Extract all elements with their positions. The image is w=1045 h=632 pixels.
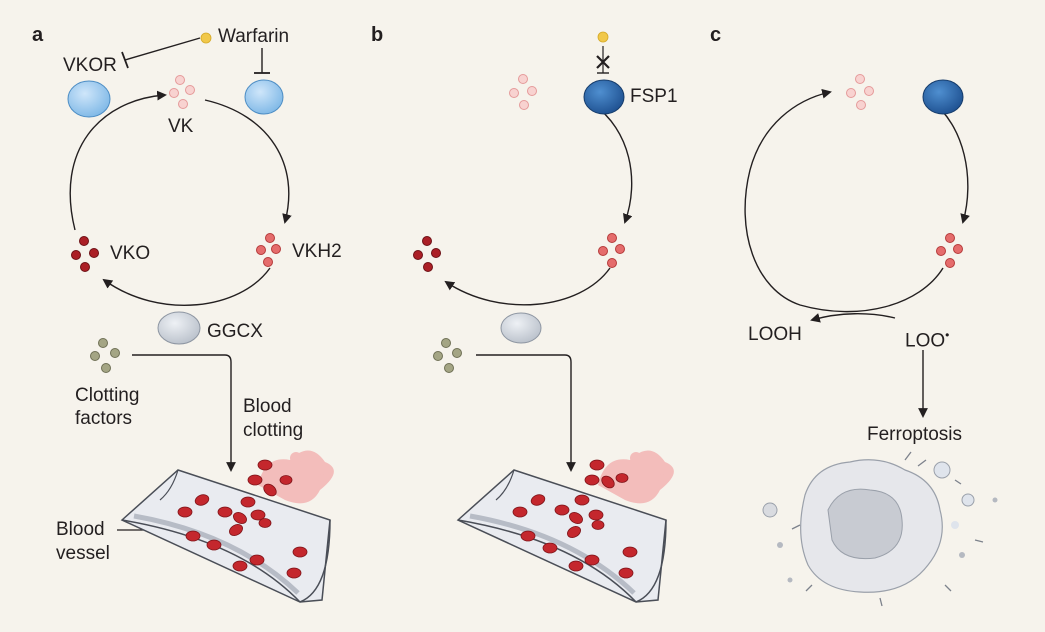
ggcx-enzyme-b: [500, 312, 542, 344]
fsp1-label: FSP1: [630, 86, 678, 107]
vk-molecules-c: [846, 74, 874, 110]
vko-molecules: [71, 236, 99, 272]
arrow-c-vk-to-vkh2: [929, 99, 970, 224]
blood-clotting-line-1: Blood: [243, 396, 292, 417]
clotting-factor-molecules-b: [433, 338, 462, 373]
ggcx-enzyme: [157, 311, 201, 345]
warfarin-molecule: [200, 32, 212, 44]
vko-molecules-b: [413, 236, 441, 272]
warfarin-molecule-b: [597, 31, 609, 43]
blood-vessel-label: Blood vessel: [56, 518, 110, 566]
inhibit-vkor-bar: [121, 51, 129, 69]
clotting-factor-molecules: [90, 338, 120, 373]
blood-vessel-line-2: vessel: [56, 543, 110, 564]
arrow-c-cycle-back: [744, 88, 944, 313]
vkh2-molecules-b: [598, 233, 625, 268]
arrow-b-factors-to-clot: [476, 354, 576, 472]
panel-label-b: b: [371, 24, 384, 46]
panel-a: [67, 32, 334, 603]
panel-label-a: a: [32, 24, 44, 46]
vkor-enzyme-left: [67, 80, 111, 118]
blood-clotting-label: Blood clotting: [243, 395, 303, 443]
blood-vessel-line-1: Blood: [56, 519, 105, 540]
vkh2-label: VKH2: [292, 241, 342, 262]
warfarin-label: Warfarin: [218, 26, 290, 47]
arrow-b-vk-to-vkh2: [592, 103, 633, 224]
vk-label: VK: [168, 116, 194, 137]
clotting-factors-line-2: factors: [75, 408, 133, 429]
fsp1-enzyme-c: [922, 79, 964, 115]
panel-b: [413, 31, 674, 603]
red-blood-cells-b: [512, 459, 638, 579]
ggcx-label: GGCX: [207, 321, 263, 342]
panel-c: [744, 74, 998, 607]
no-inhibition-x-icon: [596, 55, 610, 69]
arrow-vkh2-to-vko: [102, 267, 271, 306]
arrow-b-vkh2-to-vko: [444, 267, 611, 306]
ferroptosis-label: Ferroptosis: [867, 424, 963, 445]
vkor-enzyme-right: [244, 79, 284, 115]
clotting-factors-line-1: Clotting: [75, 385, 140, 406]
arrow-vk-to-vkh2: [204, 99, 292, 224]
looh-label: LOOH: [748, 324, 802, 345]
blood-clotting-line-2: clotting: [243, 420, 304, 441]
arrow-vko-to-vk: [69, 90, 167, 231]
inhibit-vkor-line: [124, 37, 201, 61]
fsp1-enzyme: [583, 79, 625, 115]
vkh2-molecules-c: [936, 233, 963, 268]
vk-molecules: [169, 75, 195, 109]
ferroptotic-cell: [762, 451, 998, 607]
bleed-splash-a: [258, 450, 334, 504]
vk-molecules-b: [509, 74, 537, 110]
clotting-factors-label: Clotting factors: [75, 384, 139, 430]
blood-vessel-a: [120, 469, 331, 603]
loo-radical-label: LOO•: [905, 324, 949, 352]
bleed-splash-b: [598, 450, 674, 504]
red-blood-cells-a: [177, 459, 308, 579]
loo-text: LOO: [905, 330, 946, 352]
radical-dot: •: [945, 328, 950, 342]
vkh2-molecules: [256, 233, 281, 267]
panel-label-c: c: [710, 24, 722, 46]
vkor-label: VKOR: [63, 55, 117, 76]
arrow-factors-to-clot: [132, 354, 236, 472]
blood-vessel-b: [456, 469, 667, 603]
vko-label: VKO: [110, 243, 151, 264]
arrow-loo-to-looh: [810, 313, 896, 323]
